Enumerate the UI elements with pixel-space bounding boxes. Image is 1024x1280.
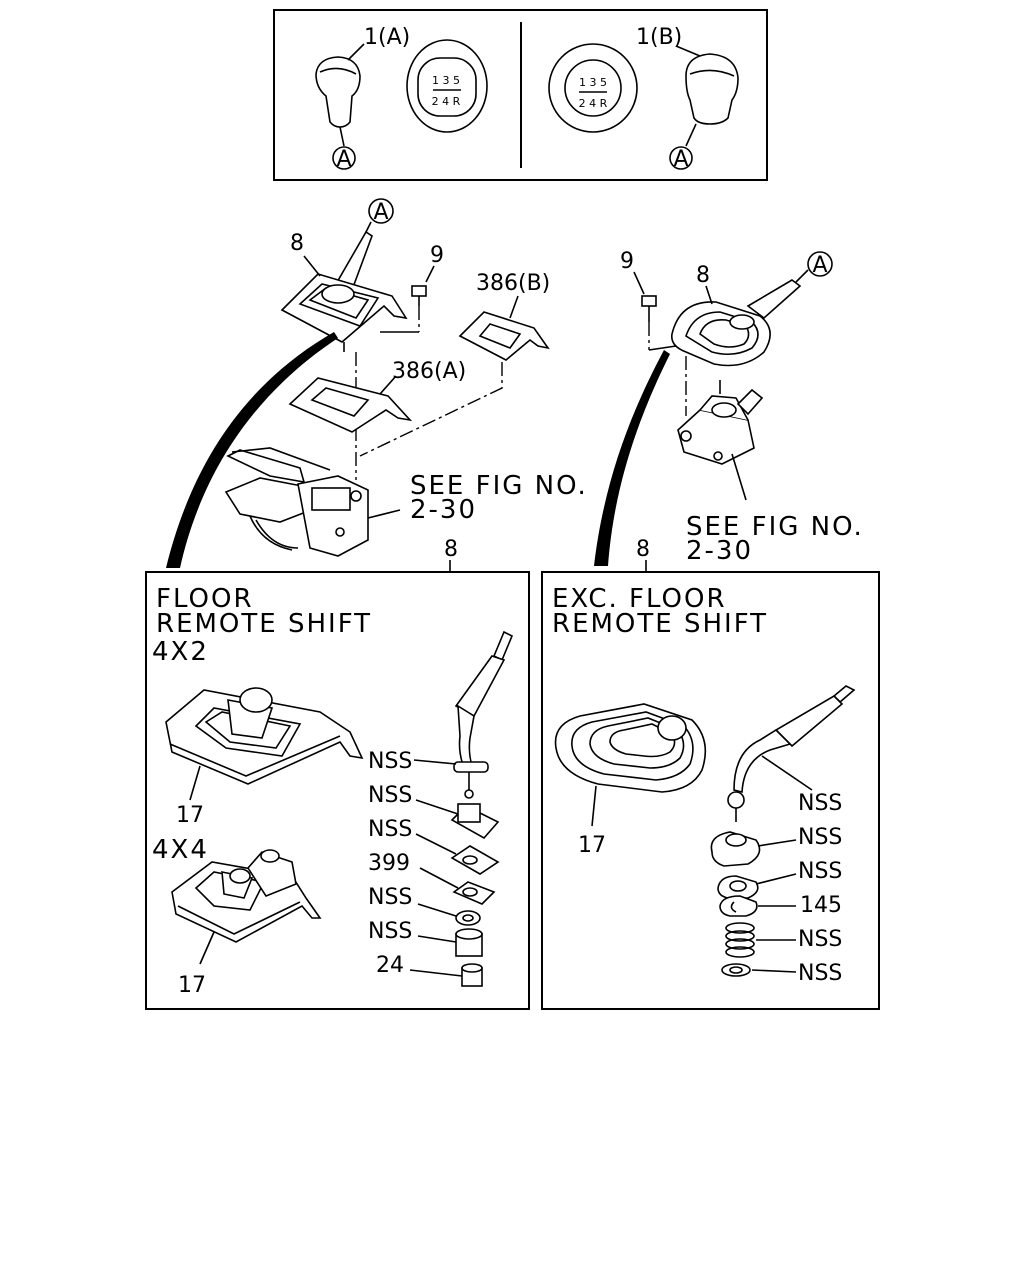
right-detail-box: 8 EXC. FLOOR REMOTE SHIFT 17 [541,537,880,1010]
left-part-1: NSS [368,749,412,774]
ref-circle-ul [368,198,394,224]
pattern-a-bottom: 2 4 R [432,95,461,108]
ref-a-label-b: A [673,147,688,172]
ul-fig-no: 2-30 [410,495,477,525]
ul-boot [280,273,408,352]
right-lever-stack [710,685,856,977]
ur-bolt-label: 9 [620,249,634,274]
upper-left-assembly: A 8 9 386(A) [166,198,588,568]
ur-boot [670,301,771,367]
ref-circle-b [669,146,693,170]
ul-connector [359,362,503,457]
ul-see-fig: SEE FIG NO. [410,471,588,501]
ul-transmission [224,447,401,557]
boot-4x4-label: 17 [178,973,206,998]
ul-plate-a-label: 386(A) [392,359,466,384]
left-box-frame [145,571,530,1010]
right-part-5: NSS [798,927,842,952]
ur-bolt [641,295,677,351]
right-part-4: 145 [800,893,842,918]
knob-b-label: 1(B) [636,25,682,50]
top-panel-frame [273,9,768,181]
ul-plate-a [288,377,413,433]
pattern-b-bottom: 2 4 R [579,97,608,110]
boot-4x2-label: 17 [176,803,204,828]
right-part-3: NSS [798,859,842,884]
left-part-4: 399 [368,851,410,876]
right-box-title-1: EXC. FLOOR [552,584,727,614]
left-part-7: 24 [376,953,404,978]
left-box-variant-4x4: 4X4 [152,835,209,865]
pattern-a-top: 1 3 5 [432,74,460,87]
ur-housing [677,380,764,501]
ur-boot-label: 8 [696,263,710,288]
ur-pointer-curve [594,350,670,566]
left-detail-box: 8 FLOOR REMOTE SHIFT 4X2 17 4X4 17 [145,537,530,1010]
right-box-title-2: REMOTE SHIFT [552,609,768,639]
ur-fig-no: 2-30 [686,536,753,566]
boot-4x2 [165,687,364,785]
ul-plate-b-label: 386(B) [476,271,550,296]
pattern-b-top: 1 3 5 [579,76,607,89]
ur-shift-lever [746,279,802,320]
ur-ref-a: A [812,253,827,278]
boot-exc-floor [554,703,707,793]
ref-circle-ur [807,251,833,277]
ref-circle-a [332,146,356,170]
left-box-title-2: REMOTE SHIFT [156,609,372,639]
left-part-2: NSS [368,783,412,808]
shift-pattern-a: 1 3 5 2 4 R [406,39,488,133]
boot-exc-floor-label: 17 [578,833,606,858]
ul-pointer-curve [166,332,338,568]
left-part-6: NSS [368,919,412,944]
left-box-pointer-label: 8 [444,537,458,562]
right-part-2: NSS [798,825,842,850]
right-box-pointer-label: 8 [636,537,650,562]
ur-see-fig: SEE FIG NO. [686,512,864,542]
right-box-frame [541,571,880,1010]
shift-pattern-b: 1 3 5 2 4 R [548,43,638,133]
left-box-title-1: FLOOR [156,584,254,614]
top-panel: A 1(A) 1 3 5 2 4 R 1 3 5 2 4 R A [273,9,768,181]
upper-right-assembly: A 8 9 [594,249,864,566]
right-part-1: NSS [798,791,842,816]
ul-boot-label: 8 [290,231,304,256]
ref-a-label: A [336,147,351,172]
shift-knob-a: A 1(A) [315,25,410,172]
right-part-6: NSS [798,961,842,986]
left-part-3: NSS [368,817,412,842]
ul-plate-b [458,311,550,361]
left-lever-stack [450,630,514,987]
left-part-5: NSS [368,885,412,910]
ul-bolt [380,285,427,333]
left-box-variant-4x2: 4X2 [152,637,209,667]
ul-ref-a: A [373,200,388,225]
shift-knob-b: A 1(B) [636,25,739,172]
knob-a-label: 1(A) [364,25,410,50]
boot-4x4 [171,849,322,943]
ul-bolt-label: 9 [430,243,444,268]
